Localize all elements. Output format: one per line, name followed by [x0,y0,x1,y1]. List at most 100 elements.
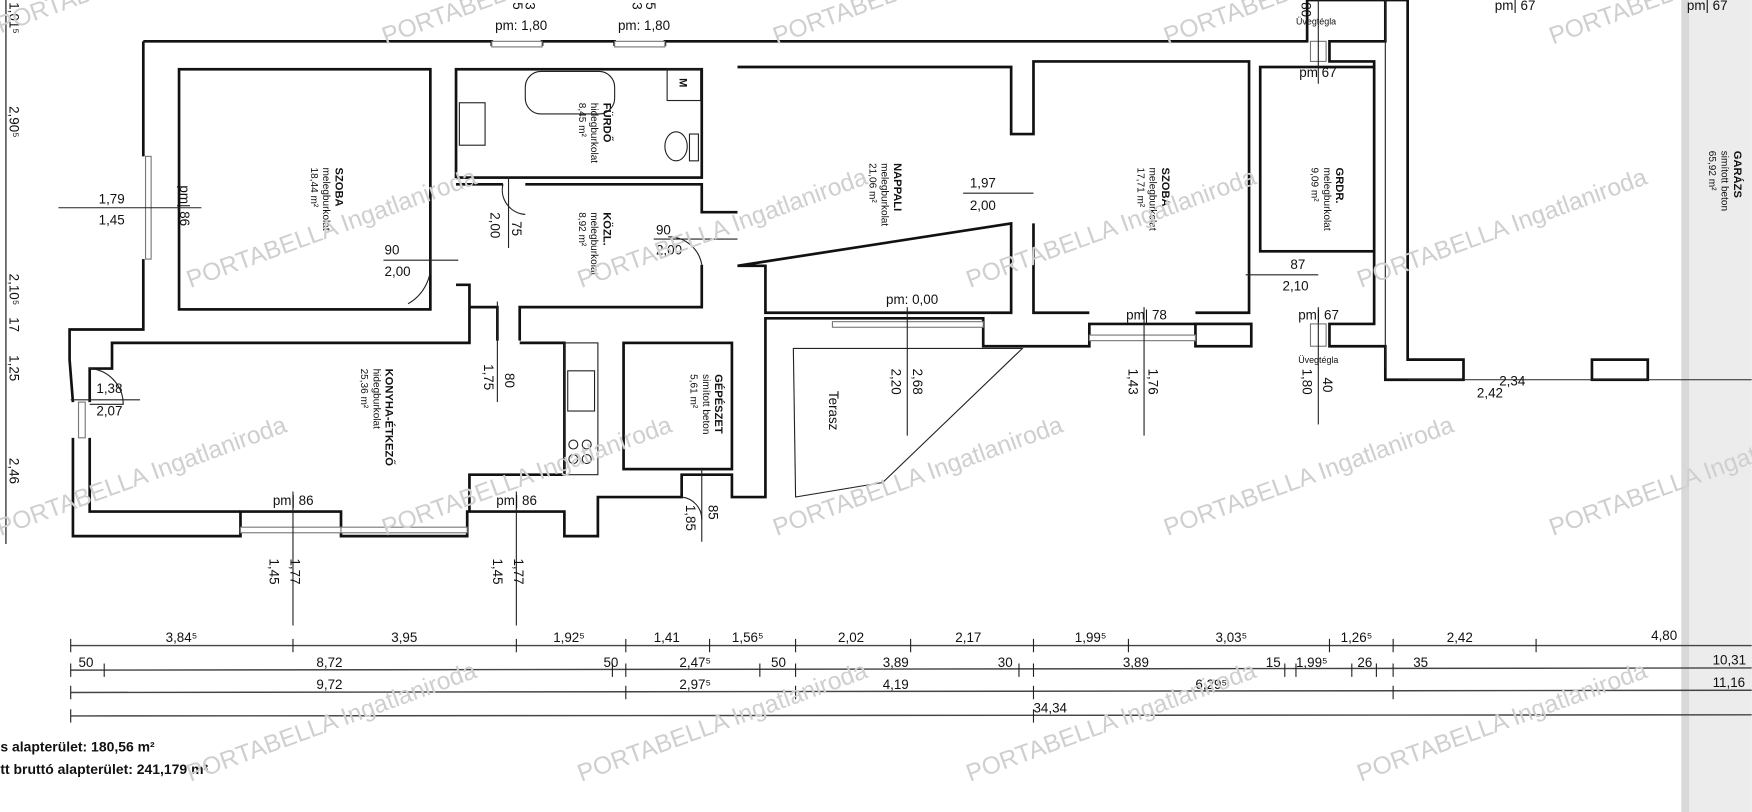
room-label-nappali: NAPPALI melegburkolat 21,06 m² [866,163,903,226]
svg-text:1,75: 1,75 [481,364,496,390]
svg-text:8,45 m²: 8,45 m² [576,103,587,138]
svg-text:2,00: 2,00 [656,243,682,258]
svg-text:FÜRDŐ: FÜRDŐ [600,103,613,143]
svg-text:SZOBA: SZOBA [1159,168,1171,207]
svg-text:4,19: 4,19 [883,677,909,692]
svg-text:2,20: 2,20 [889,369,904,395]
svg-text:2,10⁵: 2,10⁵ [6,274,21,306]
svg-text:pm| 86: pm| 86 [177,185,192,226]
svg-text:1,99⁵: 1,99⁵ [1296,655,1328,670]
svg-text:11,16: 11,16 [1713,675,1746,690]
svg-text:5,61 m²: 5,61 m² [688,374,699,409]
svg-text:NAPPALI: NAPPALI [891,163,903,211]
svg-text:1,99⁵: 1,99⁵ [1075,630,1107,645]
svg-text:2,46: 2,46 [6,458,21,484]
svg-text:3,84⁵: 3,84⁵ [166,630,198,645]
room-label-kozl: KÖZL. melegburkolat 8,92 m² [576,212,614,275]
svg-text:90: 90 [656,223,671,238]
svg-text:2,00: 2,00 [385,264,411,279]
svg-text:2,42: 2,42 [1477,386,1503,401]
svg-text:3,89: 3,89 [1123,655,1149,670]
opening-annotations: pm: 1,80 pm: 1,80 5 3 3 5 80 Üvegtégla p… [96,0,1727,585]
svg-text:2,07: 2,07 [96,403,122,418]
svg-text:26: 26 [1357,655,1372,670]
room-nappali [737,60,1251,315]
svg-text:30: 30 [998,655,1013,670]
room-label-garazs: GARÁZS simított beton 65,92 m² [1706,151,1744,211]
svg-text:75: 75 [509,221,524,236]
room-szoba-left [177,67,432,311]
svg-text:hidegburkolat: hidegburkolat [588,103,599,164]
svg-text:15: 15 [1266,655,1281,670]
svg-text:1,76: 1,76 [1146,369,1161,395]
room-furdo [454,67,704,179]
sink-icon [567,370,596,412]
svg-text:2,34: 2,34 [1499,373,1526,388]
svg-text:PORTABELLA Ingatlaniroda: PORTABELLA Ingatlaniroda [1160,412,1457,542]
svg-text:85: 85 [705,505,720,520]
svg-text:9,09 m²: 9,09 m² [1309,168,1320,203]
svg-text:Üvegtégla: Üvegtégla [1298,355,1338,365]
svg-text:2,97⁵: 2,97⁵ [679,677,711,692]
svg-text:2,00: 2,00 [488,212,503,238]
svg-text:2,10: 2,10 [1283,278,1309,293]
svg-text:melegburkolat: melegburkolat [320,168,331,231]
stove-icon [568,439,592,465]
svg-text:3,89: 3,89 [883,655,909,670]
opening-leader-lines [58,0,1319,626]
room-gepeszet [622,341,734,471]
svg-text:87: 87 [1290,257,1305,272]
svg-text:melegburkolat: melegburkolat [1321,168,1332,231]
svg-text:SZOBA: SZOBA [332,168,344,207]
svg-text:KONYHA-ÉTKEZŐ: KONYHA-ÉTKEZŐ [383,369,396,467]
svg-text:50: 50 [603,655,618,670]
gross-floor-area: tt bruttó alapterület: 241,179 m² [0,761,208,777]
svg-text:pm| 67: pm| 67 [1495,0,1536,13]
kitchen-counter [563,342,599,476]
svg-text:1,45: 1,45 [490,558,505,584]
svg-text:90: 90 [385,243,400,258]
svg-text:18,44 m²: 18,44 m² [308,168,319,208]
svg-text:PORTABELLA Ingatlaniroda: PORTABELLA Ingatlaniroda [0,0,291,39]
svg-text:65,92 m²: 65,92 m² [1706,151,1717,191]
svg-text:2,90⁵: 2,90⁵ [6,106,21,138]
room-grdr [1258,65,1376,253]
svg-text:Üvegtégla: Üvegtégla [1296,17,1336,27]
room-label-szoba-right: SZOBA melegburkolat 17,71 m² [1134,168,1171,231]
svg-text:1,45: 1,45 [99,213,125,228]
svg-text:4,80: 4,80 [1651,628,1677,643]
svg-text:pm| 86: pm| 86 [273,493,314,508]
svg-text:40: 40 [1320,378,1335,393]
svg-text:34,34: 34,34 [1033,701,1067,716]
svg-text:2,47⁵: 2,47⁵ [679,655,711,670]
svg-text:1,43: 1,43 [1125,369,1140,395]
svg-text:3: 3 [522,2,537,9]
svg-text:pm: 1,80: pm: 1,80 [495,18,547,33]
svg-text:25,36 m²: 25,36 m² [358,369,369,409]
svg-text:5: 5 [643,2,658,9]
room-label-furdo: FÜRDŐ hidegburkolat 8,45 m² [576,103,614,164]
svg-text:8,72: 8,72 [316,655,342,670]
svg-text:1,45: 1,45 [267,558,282,584]
svg-text:pm| 67: pm| 67 [1298,307,1339,322]
svg-text:2,68: 2,68 [910,369,925,395]
terrace-area [792,347,1024,498]
svg-text:9,72: 9,72 [316,677,342,692]
svg-text:1,01⁵: 1,01⁵ [6,2,21,34]
svg-text:pm| 67: pm| 67 [1687,0,1728,13]
svg-text:simított beton: simított beton [1719,151,1730,211]
svg-text:PORTABELLA Ingatlaniroda: PORTABELLA Ingatlaniroda [1354,657,1651,787]
svg-text:8,92 m²: 8,92 m² [576,212,587,247]
left-dimension-chain: 1,01⁵ 2,90⁵ 2,10⁵ 17 1,25 2,46 [5,0,21,544]
svg-text:GRDR.: GRDR. [1333,168,1345,204]
svg-text:melegburkolat: melegburkolat [588,212,599,275]
washbasin-icon [458,102,486,146]
svg-text:50: 50 [771,655,786,670]
room-label-szoba-left: SZOBA melegburkolat 18,44 m² [308,168,345,231]
svg-text:50: 50 [79,655,94,670]
svg-text:GÉPÉSZET: GÉPÉSZET [712,374,725,434]
svg-text:1,38: 1,38 [96,381,122,396]
svg-text:80: 80 [502,373,517,388]
svg-text:melegburkolat: melegburkolat [1147,168,1158,231]
